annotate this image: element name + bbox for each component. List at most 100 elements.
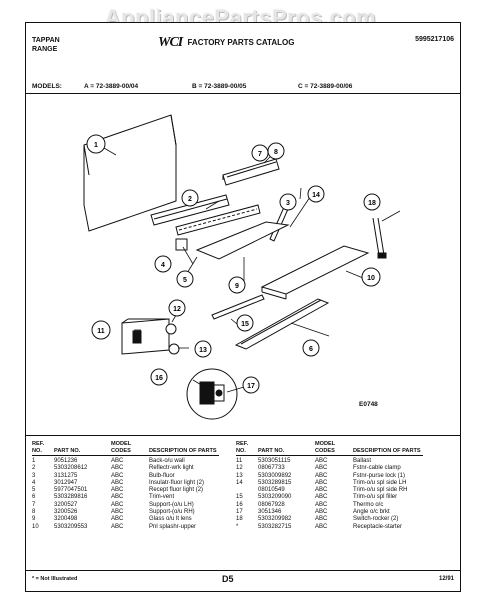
model-c: C = 72-3889-00/06 xyxy=(298,83,353,90)
cell-ref: 15 xyxy=(236,494,243,501)
cell-description: Support-(o/u RH) xyxy=(149,509,195,516)
header-desc: DESCRIPTION OF PARTS xyxy=(353,441,423,456)
cell-ref: 6 xyxy=(32,494,36,501)
svg-text:13: 13 xyxy=(199,347,207,354)
part-filler-trim xyxy=(211,294,265,320)
cell-description: Fstnr-cable clamp xyxy=(353,465,401,472)
svg-text:6: 6 xyxy=(309,346,313,353)
cell-part-number: 5303051115 xyxy=(258,458,291,464)
model-a: A = 72-3889-00/04 xyxy=(84,83,139,90)
exploded-parts-diagram: 1 7 8 2 3 14 18 4 5 9 10 12 15 11 13 6 1… xyxy=(83,114,401,420)
cell-description: Reflectr-wrk light xyxy=(149,465,194,472)
part-glass-lens xyxy=(195,221,290,260)
cell-description: Receptacle-starter xyxy=(353,523,403,530)
svg-text:14: 14 xyxy=(312,192,320,199)
callout-10: 10 xyxy=(361,267,381,287)
cell-ref xyxy=(236,487,258,494)
svg-text:10: 10 xyxy=(367,275,375,282)
table-row: * 5303282715 ABC Receptacle-starter xyxy=(236,524,423,531)
callout-4: 4 xyxy=(154,255,172,273)
part-fluorescent-bulb xyxy=(175,204,261,236)
revision-date: 12/91 xyxy=(438,576,454,582)
cell-part-number: 5303289815 xyxy=(258,479,292,486)
cell-part-number: 5303282715 xyxy=(258,523,292,530)
cell-description: Trim-vent xyxy=(149,494,175,501)
models-label: MODELS: xyxy=(32,83,62,90)
svg-text:1: 1 xyxy=(94,142,98,149)
header-part: PART NO. xyxy=(54,441,111,456)
header-code: MODEL CODES xyxy=(315,441,353,456)
cell-model-codes: ABC xyxy=(315,465,328,472)
model-b: B = 72-3889-00/05 xyxy=(192,83,247,90)
cell-ref: 7 xyxy=(32,501,36,508)
cell-ref: * xyxy=(236,523,239,530)
cell-model-codes: ABC xyxy=(315,487,328,494)
svg-text:2: 2 xyxy=(188,196,192,203)
part-cable-clamp xyxy=(165,323,177,335)
cell-ref: 10 xyxy=(32,523,39,530)
cell-model-codes: ABC xyxy=(111,509,124,516)
cell-description: Insulatr-fluor light (2) xyxy=(149,479,205,486)
cell-ref: 18 xyxy=(236,516,243,523)
callout-12: 12 xyxy=(168,299,186,317)
cell-ref: 9 xyxy=(32,516,36,523)
cell-model-codes: ABC xyxy=(111,487,124,494)
catalog-number: 5995217106 xyxy=(415,36,454,43)
cell-model-codes: ABC xyxy=(315,516,328,523)
cell-description: Thermo o/c xyxy=(353,501,384,508)
cell-model-codes: ABC xyxy=(111,465,124,472)
callout-11: 11 xyxy=(91,320,111,340)
cell-part-number: 5303208612 xyxy=(54,465,88,472)
svg-text:18: 18 xyxy=(368,200,376,207)
cell-description: Trim-o/u spl side LH xyxy=(353,479,407,486)
cell-model-codes: ABC xyxy=(315,494,328,501)
svg-text:7: 7 xyxy=(258,151,262,158)
callout-5: 5 xyxy=(176,270,194,288)
cell-model-codes: ABC xyxy=(111,472,124,479)
header-ref: REF. NO. xyxy=(32,441,54,456)
cell-part-number: 08010549 xyxy=(258,487,285,494)
parts-table-right: REF. NO. PART NO. MODEL CODES DESCRIPTIO… xyxy=(236,441,423,531)
callout-8: 8 xyxy=(267,142,285,160)
wci-logo: WCI xyxy=(158,35,183,50)
cell-part-number: 3200526 xyxy=(54,509,78,516)
callout-15: 15 xyxy=(236,314,254,332)
cell-description: Recept fluor light (2) xyxy=(149,487,204,494)
cell-model-codes: ABC xyxy=(111,516,124,523)
cell-description: Glass o/u lt lens xyxy=(149,516,192,523)
parts-header-row: REF. NO. PART NO. MODEL CODES DESCRIPTIO… xyxy=(32,441,219,456)
cell-model-codes: ABC xyxy=(315,458,328,464)
cell-part-number: 08067928 xyxy=(258,501,285,508)
cell-model-codes: ABC xyxy=(315,479,328,486)
header-part: PART NO. xyxy=(258,441,315,456)
callout-2: 2 xyxy=(181,189,199,207)
cell-description: Bulb-fluor xyxy=(149,472,175,479)
catalog-title-block: WCI FACTORY PARTS CATALOG xyxy=(158,35,294,51)
cell-ref: 8 xyxy=(32,509,36,516)
callout-13: 13 xyxy=(194,340,212,358)
footer-divider xyxy=(26,570,460,571)
part-purse-lock xyxy=(168,343,180,355)
callout-18: 18 xyxy=(363,193,381,211)
cell-ref: 3 xyxy=(32,472,36,479)
brand-line-1: TAPPAN xyxy=(32,37,60,44)
models-line: MODELS: A = 72-3889-00/04 B = 72-3889-00… xyxy=(26,83,460,93)
part-splash-panel xyxy=(260,245,370,300)
svg-text:17: 17 xyxy=(247,383,255,390)
table-row: 8 3200526 ABC Support-(o/u RH) xyxy=(32,509,219,516)
cell-description: Ballast xyxy=(353,458,372,464)
callout-bubbles: 1 7 8 2 3 14 18 4 5 9 10 12 15 11 13 6 1… xyxy=(86,134,381,394)
cell-description: Fstnr-purse lock (1) xyxy=(353,472,406,479)
cell-model-codes: ABC xyxy=(315,523,328,530)
